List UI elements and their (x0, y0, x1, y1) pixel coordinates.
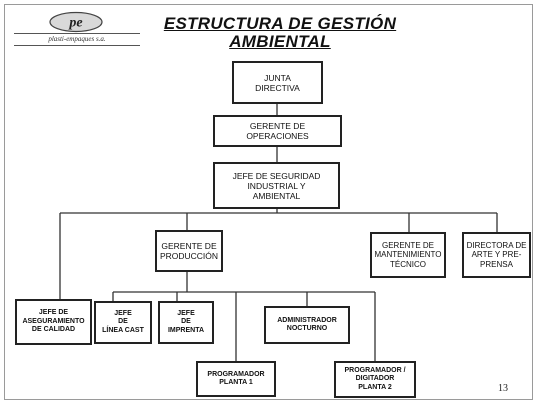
node-jefe-calidad: JEFE DE ASEGURAMIENTO DE CALIDAD (15, 299, 92, 345)
page-title: ESTRUCTURA DE GESTIÓN AMBIENTAL (160, 15, 400, 51)
node-programador-digitador-planta2: PROGRAMADOR / DIGITADOR PLANTA 2 (334, 361, 416, 398)
node-jefe-imprenta: JEFE DE IMPRENTA (158, 301, 214, 344)
page-number: 13 (498, 383, 508, 394)
node-directora-arte: DIRECTORA DE ARTE Y PRE- PRENSA (462, 232, 531, 278)
page-title-line1: ESTRUCTURA DE GESTIÓN (163, 14, 397, 33)
node-jefe-seguridad: JEFE DE SEGURIDAD INDUSTRIAL Y AMBIENTAL (213, 162, 340, 209)
company-logo-subtitle: plasti-empaques s.a. (14, 33, 140, 46)
node-junta-directiva: JUNTA DIRECTIVA (232, 61, 323, 104)
company-logo: pe plasti-empaques s.a. (14, 11, 140, 49)
node-gerente-mantenimiento: GERENTE DE MANTENIMIENTO TÉCNICO (370, 232, 446, 278)
node-gerente-produccion: GERENTE DE PRODUCCIÓN (155, 230, 223, 272)
slide-frame (4, 4, 533, 400)
company-logo-mark: pe (49, 11, 103, 33)
page-title-line2: AMBIENTAL (229, 32, 331, 51)
node-administrador-nocturno: ADMINISTRADOR NOCTURNO (264, 306, 350, 344)
node-programador-planta1: PROGRAMADOR PLANTA 1 (196, 361, 276, 397)
node-jefe-linea-cast: JEFE DE LÍNEA CAST (94, 301, 152, 344)
svg-text:pe: pe (68, 16, 82, 31)
node-gerente-operaciones: GERENTE DE OPERACIONES (213, 115, 342, 147)
